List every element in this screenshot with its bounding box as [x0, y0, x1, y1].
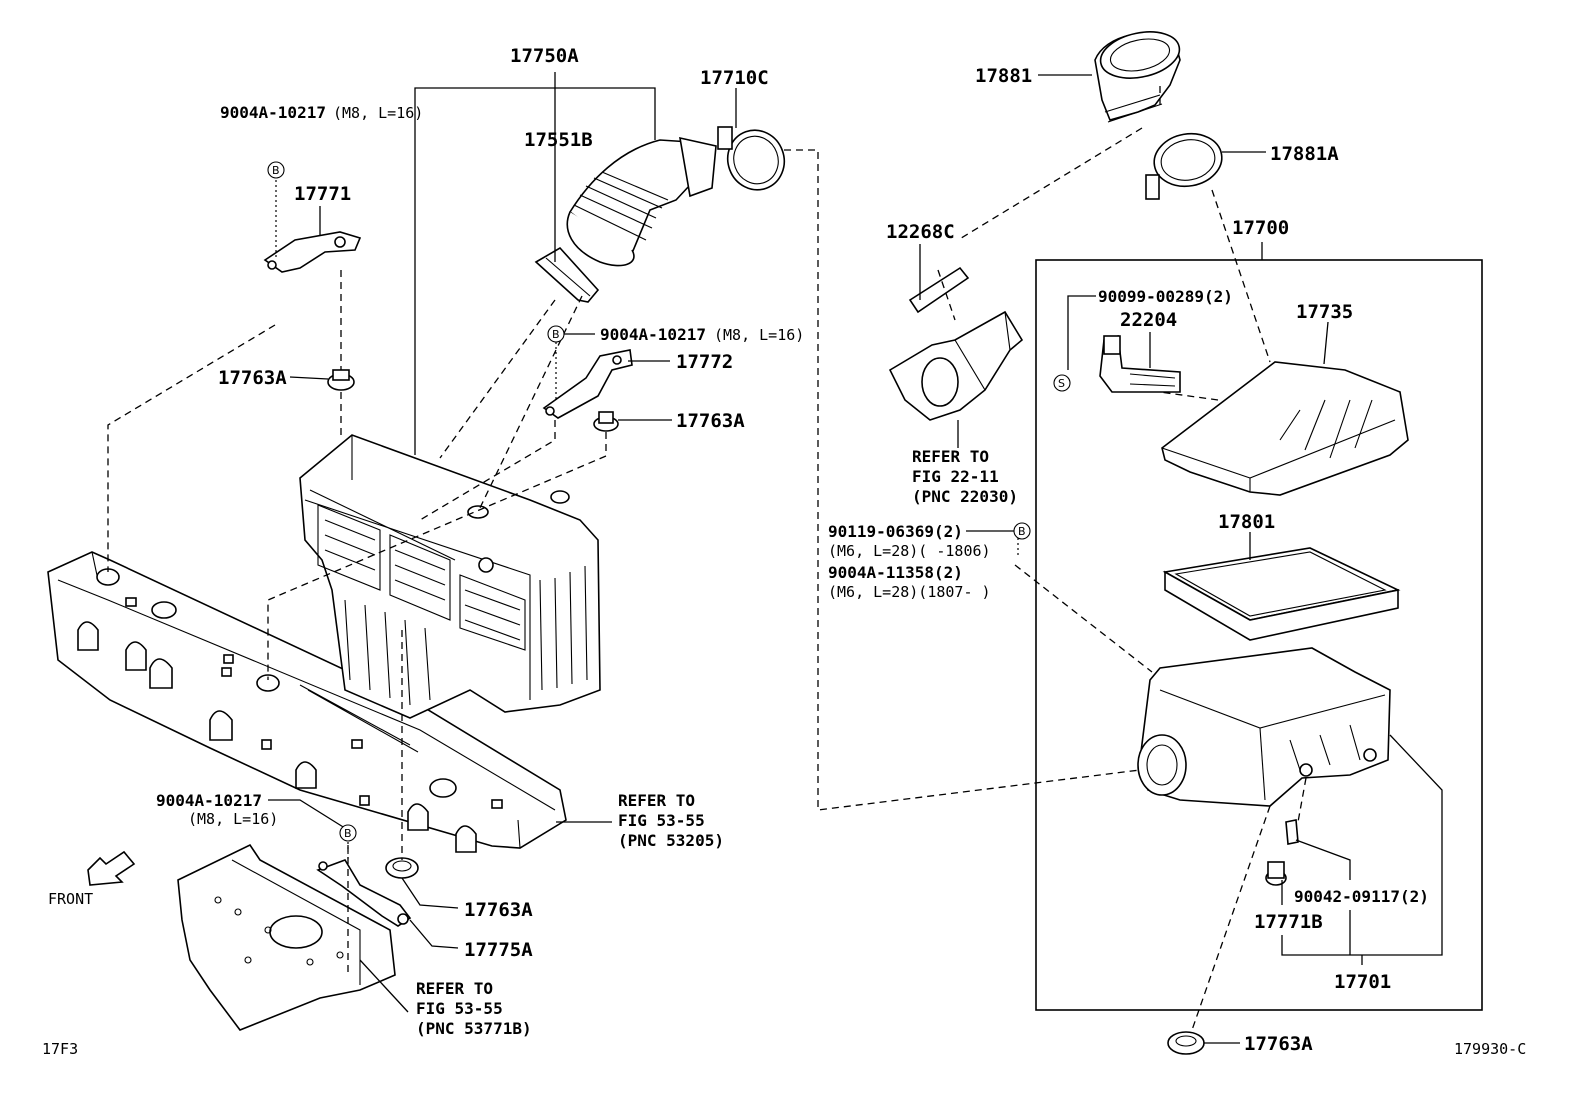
air-cleaner-assembly[interactable]	[299, 434, 601, 719]
label-17763A-bottom[interactable]: 17763A	[1244, 1033, 1313, 1055]
resonator-clip[interactable]	[534, 246, 600, 303]
label-17771[interactable]: 17771	[294, 183, 351, 205]
air-temp-sensor-body[interactable]	[888, 310, 1024, 421]
label-17775A[interactable]: 17775A	[464, 939, 533, 961]
label-9004A-11358-spec: (M6, L=28)(1807- )	[828, 583, 991, 601]
svg-text:B: B	[1018, 525, 1026, 538]
label-17771B[interactable]: 17771B	[1254, 911, 1323, 933]
label-90119-06369[interactable]: 90119-06369(2)	[828, 522, 963, 541]
label-9004A-10217-low-spec: (M8, L=16)	[188, 810, 278, 828]
ref-53771B-line2: FIG 53-55	[416, 999, 503, 1018]
label-9004A-10217-low[interactable]: 9004A-10217	[156, 791, 262, 810]
label-17750A[interactable]: 17750A	[510, 45, 579, 67]
svg-text:S: S	[1058, 377, 1065, 390]
leader-lines	[268, 72, 1443, 1044]
label-17801[interactable]: 17801	[1218, 511, 1275, 533]
dashed-assembly-lines	[107, 85, 1307, 1031]
bracket-17775A[interactable]	[316, 859, 412, 927]
front-label: FRONT	[48, 890, 93, 908]
air-cleaner-case[interactable]	[1137, 647, 1391, 807]
svg-text:B: B	[272, 164, 280, 177]
ref-53771B-line1: REFER TO	[416, 979, 493, 998]
radiator-support-crossmember[interactable]	[47, 551, 567, 853]
hose-clamp-left[interactable]	[717, 122, 793, 198]
ref-22-11-line1: REFER TO	[912, 447, 989, 466]
marker-b-icon: B	[267, 161, 285, 179]
marker-b-icon: B	[339, 824, 357, 842]
ref-53205-line2: FIG 53-55	[618, 811, 705, 830]
front-arrow-icon	[87, 850, 136, 886]
hose-clamp-right[interactable]	[1145, 128, 1226, 200]
label-17551B[interactable]: 17551B	[524, 129, 593, 151]
air-cleaner-cap[interactable]	[1161, 361, 1409, 496]
label-9004A-11358[interactable]: 9004A-11358(2)	[828, 563, 963, 582]
label-9004A-10217-mid-spec: (M8, L=16)	[714, 326, 804, 344]
label-22204[interactable]: 22204	[1120, 309, 1177, 331]
ref-53205-line3: (PNC 53205)	[618, 831, 724, 850]
dotted-bolt-lines	[275, 180, 1019, 862]
grommet-c[interactable]	[385, 857, 419, 879]
ref-53771B-line3: (PNC 53771B)	[416, 1019, 532, 1038]
label-9004A-10217-mid[interactable]: 9004A-10217	[600, 325, 706, 344]
ref-53205-line1: REFER TO	[618, 791, 695, 810]
case-pin-90042[interactable]	[1285, 819, 1299, 845]
label-9004A-10217-top[interactable]: 9004A-10217	[220, 103, 326, 122]
label-17881[interactable]: 17881	[975, 65, 1032, 87]
intake-hose[interactable]	[566, 136, 717, 267]
grommet-a[interactable]	[327, 369, 355, 391]
label-17710C[interactable]: 17710C	[700, 67, 769, 89]
label-90119-spec: (M6, L=28)( -1806)	[828, 542, 991, 560]
marker-b-icon: B	[1013, 522, 1031, 540]
assembly-17700-frame	[1035, 259, 1483, 1011]
label-17700[interactable]: 17700	[1232, 217, 1289, 239]
label-17763A-left[interactable]: 17763A	[218, 367, 287, 389]
air-filter-element[interactable]	[1162, 547, 1401, 641]
label-90042-09117[interactable]: 90042-09117(2)	[1294, 887, 1429, 906]
sensor-12268C[interactable]	[908, 266, 970, 314]
grommet-d[interactable]	[1167, 1031, 1205, 1055]
mass-air-flow-meter[interactable]	[1099, 334, 1181, 393]
label-17881A[interactable]: 17881A	[1270, 143, 1339, 165]
marker-s-icon: S	[1053, 374, 1071, 392]
grommet-b[interactable]	[593, 411, 619, 432]
lower-bracket-panel[interactable]	[177, 843, 396, 1031]
cushion-17771B[interactable]	[1265, 861, 1287, 886]
figure-code-left: 17F3	[42, 1040, 78, 1058]
bracket-17771[interactable]	[263, 231, 362, 273]
label-90099-00289[interactable]: 90099-00289(2)	[1098, 287, 1233, 306]
intake-duct-right[interactable]	[1094, 25, 1184, 123]
svg-text:B: B	[344, 827, 352, 840]
svg-text:B: B	[552, 328, 560, 341]
figure-code-right: 179930-C	[1454, 1040, 1526, 1058]
label-9004A-10217-top-spec: (M8, L=16)	[333, 104, 423, 122]
label-17763A-mid[interactable]: 17763A	[676, 410, 745, 432]
label-12268C[interactable]: 12268C	[886, 221, 955, 243]
label-17701[interactable]: 17701	[1334, 971, 1391, 993]
label-17763A-low[interactable]: 17763A	[464, 899, 533, 921]
label-17735[interactable]: 17735	[1296, 301, 1353, 323]
marker-b-icon: B	[547, 325, 565, 343]
bracket-17772[interactable]	[542, 349, 633, 419]
ref-22-11-line2: FIG 22-11	[912, 467, 999, 486]
label-17772[interactable]: 17772	[676, 351, 733, 373]
ref-22-11-line3: (PNC 22030)	[912, 487, 1018, 506]
